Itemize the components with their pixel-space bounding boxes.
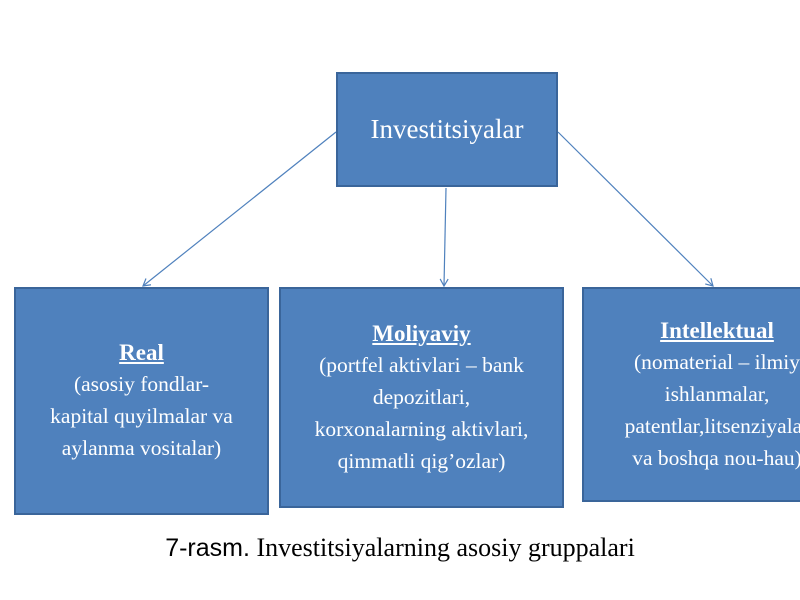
- figure-caption-text: Investitsiyalarning asosiy gruppalari: [249, 533, 635, 562]
- node-intellektual: Intellektual (nomaterial – ilmiy ishlanm…: [582, 287, 800, 502]
- root-node-label: Investitsiyalar: [370, 114, 524, 144]
- node-moliyaviy-title: Moliyaviy: [372, 320, 471, 346]
- node-moliyaviy-line: (portfel aktivlari – bank: [319, 352, 524, 377]
- node-intellektual-line: patentlar,litsenziyalar: [624, 413, 800, 438]
- node-moliyaviy-line: depozitlari,: [372, 384, 471, 409]
- node-real-line: kapital quyilmalar va: [50, 404, 233, 428]
- node-intellektual-line: ishlanmalar,: [664, 381, 770, 406]
- figure-caption-number: 7-rasm.: [165, 534, 250, 562]
- node-moliyaviy-line: korxonalarning aktivlari,: [314, 416, 529, 441]
- connector-root-to-real: [142, 131, 337, 287]
- node-intellektual-line: va boshqa nou-hau): [632, 445, 800, 470]
- node-moliyaviy-line: qimmatli qig’ozlar): [337, 448, 506, 473]
- root-node: Investitsiyalar: [336, 72, 558, 187]
- node-intellektual-content: Intellektual (nomaterial – ilmiy ishlanm…: [597, 316, 800, 474]
- node-real-title: Real: [119, 340, 164, 365]
- node-real-line: (asosiy fondlar-: [73, 372, 210, 396]
- node-intellektual-line: (nomaterial – ilmiy: [634, 349, 800, 374]
- node-real: Real (asosiy fondlar- kapital quyilmalar…: [14, 287, 269, 515]
- node-intellektual-title: Intellektual: [660, 317, 774, 343]
- figure-caption: 7-rasm. Investitsiyalarning asosiy grupp…: [0, 533, 800, 563]
- connector-root-to-intellektual: [557, 131, 714, 287]
- connector-root-to-moliyaviy: [439, 187, 449, 288]
- node-real-line: aylanma vositalar): [61, 436, 222, 460]
- node-moliyaviy: Moliyaviy (portfel aktivlari – bank depo…: [279, 287, 564, 508]
